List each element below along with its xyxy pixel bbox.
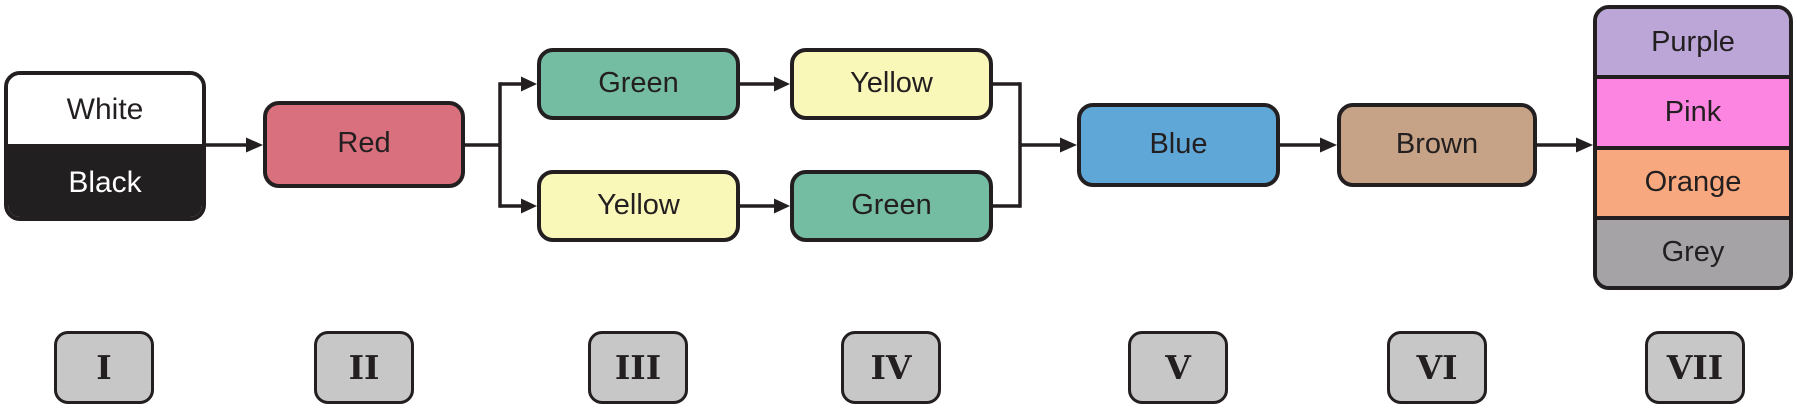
node-part-grey: Grey bbox=[1597, 215, 1789, 286]
node-label: Yellow bbox=[850, 66, 933, 99]
stage-badge-1: I bbox=[54, 331, 154, 404]
stage-badge-3: III bbox=[588, 331, 688, 404]
node-part-orange: Orange bbox=[1597, 145, 1789, 216]
node-part-white: White bbox=[8, 75, 202, 144]
node-red: Red bbox=[263, 101, 465, 188]
stage-badge-6: VI bbox=[1387, 331, 1487, 404]
node-label: Black bbox=[68, 165, 142, 199]
stage-badge-4: IV bbox=[841, 331, 941, 404]
node-label: Green bbox=[851, 188, 932, 221]
node-label: Orange bbox=[1644, 166, 1742, 199]
stage-badge-5: V bbox=[1128, 331, 1228, 404]
node-label: Grey bbox=[1661, 236, 1725, 269]
arrow-stage6-to-stage7 bbox=[1537, 137, 1593, 153]
arrow-stage5-to-stage6 bbox=[1280, 137, 1337, 153]
node-green-top: Green bbox=[537, 48, 740, 120]
node-label: White bbox=[66, 92, 144, 126]
node-label: Purple bbox=[1651, 25, 1735, 58]
arrow-stage1-to-stage2 bbox=[206, 137, 263, 153]
node-label: Blue bbox=[1149, 127, 1208, 160]
node-blue: Blue bbox=[1077, 103, 1280, 187]
branch-merge-to-stage5 bbox=[993, 82, 1077, 208]
node-part-black: Black bbox=[8, 144, 202, 217]
node-yellow-bottom: Yellow bbox=[537, 170, 740, 242]
stage-badge-2: II bbox=[314, 331, 414, 404]
node-green-bottom: Green bbox=[790, 170, 993, 242]
stage-badge-7: VII bbox=[1645, 331, 1745, 404]
arrow-yellow-to-green-bottom bbox=[740, 198, 790, 214]
node-label: Green bbox=[598, 66, 679, 99]
arrow-green-to-yellow-top bbox=[740, 76, 790, 92]
node-part-pink: Pink bbox=[1597, 75, 1789, 146]
node-label: Red bbox=[337, 127, 391, 159]
branch-split-stage2 bbox=[465, 76, 537, 214]
node-label: Brown bbox=[1395, 127, 1479, 160]
node-label: Yellow bbox=[597, 188, 680, 221]
node-yellow-top: Yellow bbox=[790, 48, 993, 120]
node-purple-pink-orange-grey: Purple Pink Orange Grey bbox=[1593, 5, 1793, 290]
node-white-black: White Black bbox=[4, 71, 206, 221]
node-brown: Brown bbox=[1337, 103, 1537, 187]
node-label: Pink bbox=[1664, 95, 1722, 128]
node-part-purple: Purple bbox=[1597, 9, 1789, 76]
